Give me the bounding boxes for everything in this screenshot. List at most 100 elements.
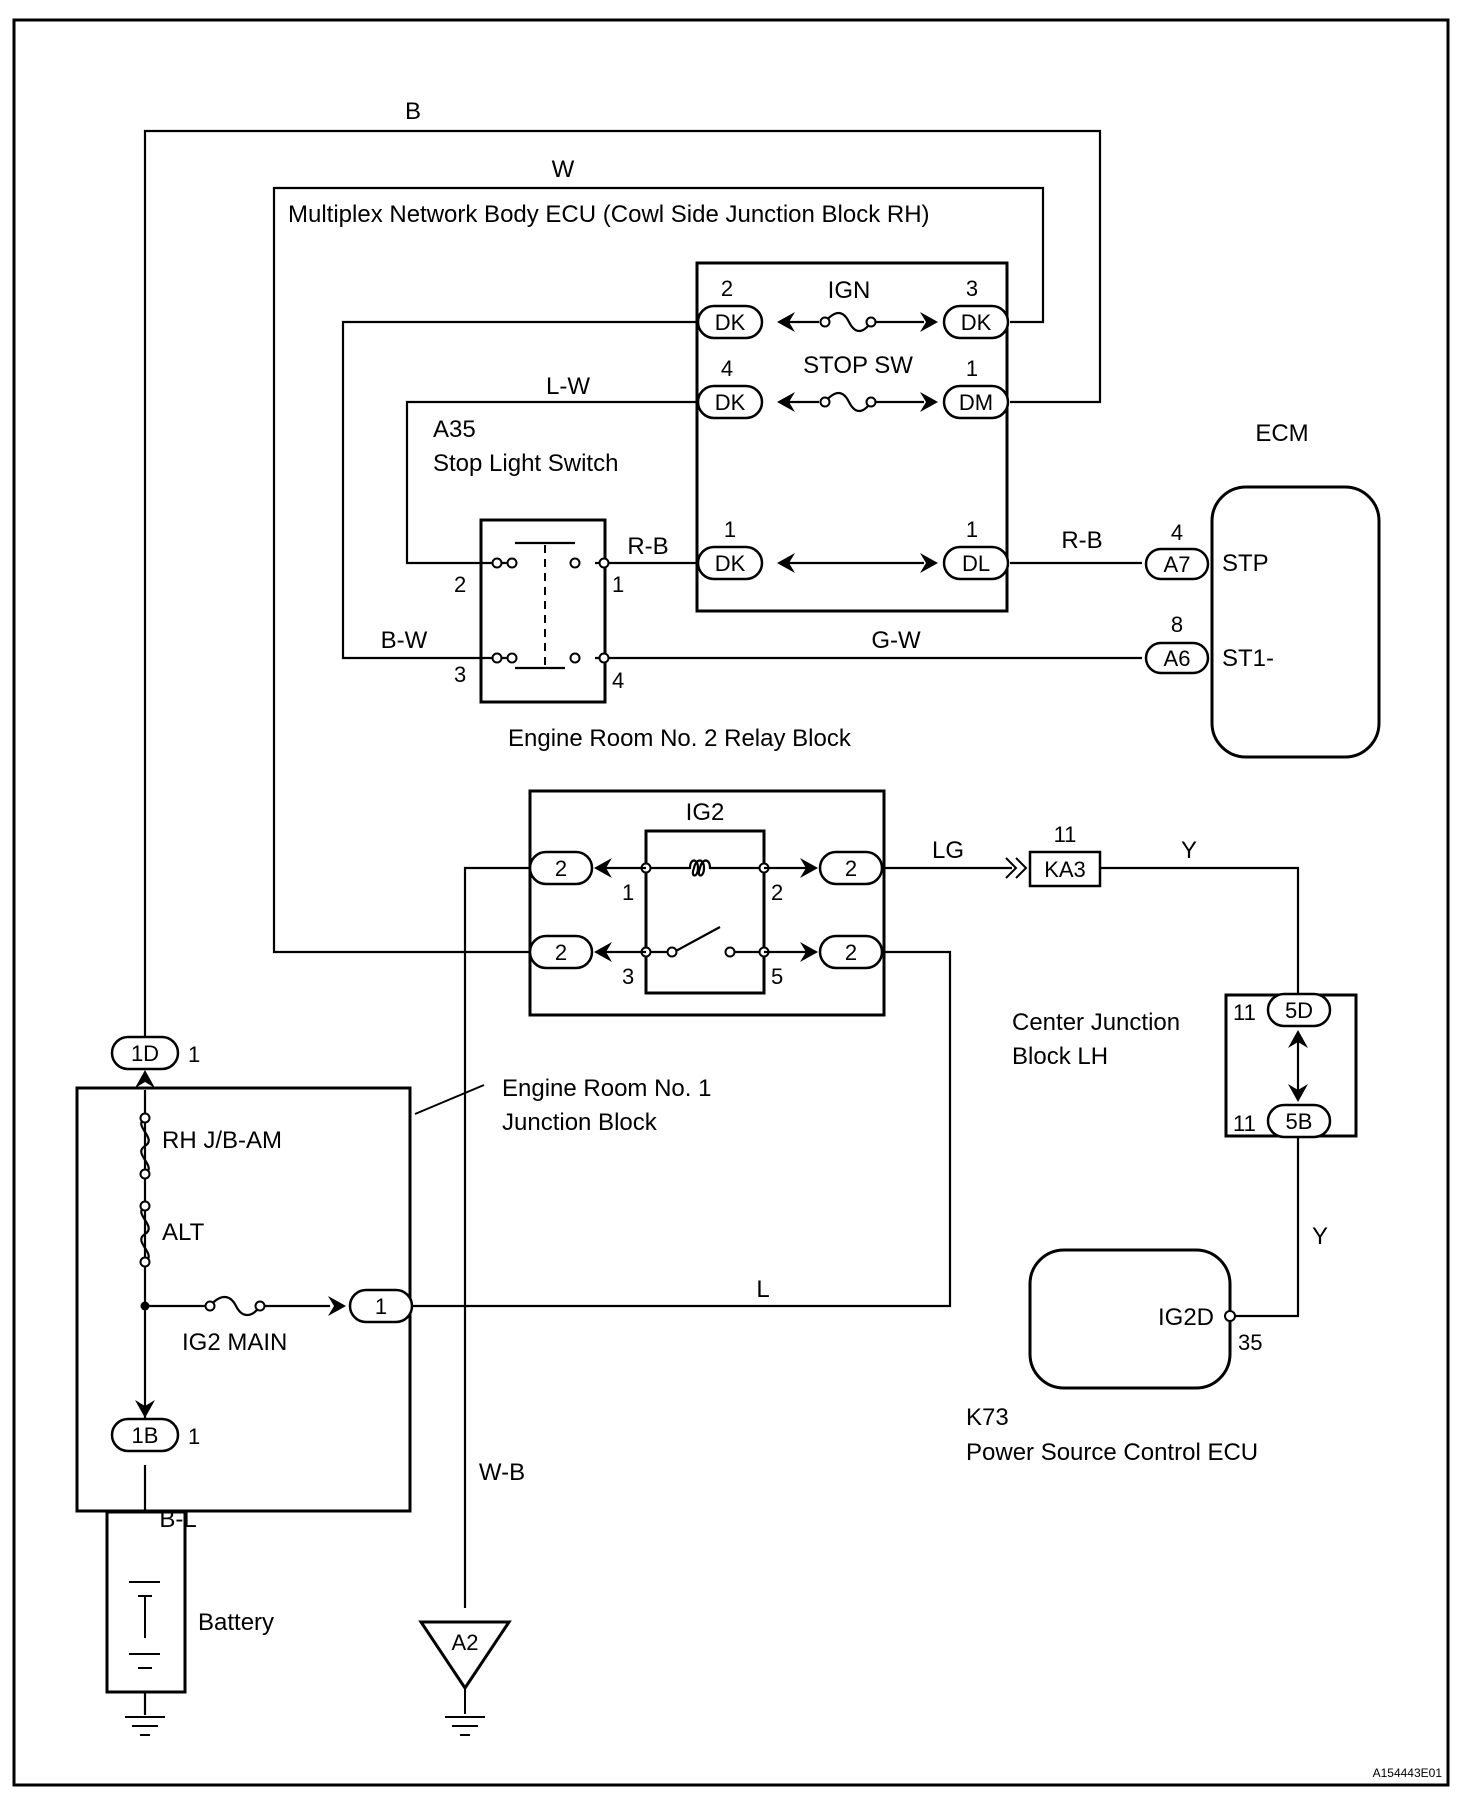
connector-dk-3-code: DK: [961, 310, 992, 335]
stop-switch-pin-4: 4: [612, 668, 624, 693]
connector-5b-pin: 11: [1233, 1111, 1256, 1136]
stop-switch-dot-2: [491, 557, 503, 569]
connector-5b: [1266, 1103, 1332, 1139]
connector-5d: [1266, 992, 1332, 1028]
connector-dk-3: [942, 304, 1010, 340]
fuse-ig2main-dot-left: [204, 1300, 216, 1312]
wire-wb: [463, 866, 530, 1608]
arrow-jb1-out: [328, 1296, 346, 1316]
connector-jb1-out: [348, 1288, 414, 1324]
ecm-stp-label: STP: [1222, 550, 1269, 577]
connector-ig2-right-bottom-code: 2: [845, 940, 857, 965]
ecm-box: [1210, 485, 1381, 759]
ground-a2-triangle: [418, 1620, 512, 1691]
stop-switch-dot-3: [491, 652, 503, 664]
wire-label-b: B: [405, 98, 421, 125]
connector-a7-pin: 4: [1171, 520, 1183, 545]
wire-label-wb: W-B: [479, 1459, 525, 1486]
connector-ka3-code: KA3: [1044, 857, 1086, 882]
stop-switch-code: A35: [433, 416, 476, 443]
center-jb-name-1: Center Junction: [1012, 1009, 1180, 1036]
connector-dk-2: [696, 304, 764, 340]
fuse-rhjb-am-label: RH J/B-AM: [162, 1127, 282, 1154]
wire-y-bottom: [1232, 1136, 1300, 1318]
connector-dk-1-code: DK: [715, 551, 746, 576]
stop-light-switch-box: [479, 518, 607, 704]
connector-1b-pin: 1: [188, 1424, 200, 1449]
wire-label-l: L: [756, 1276, 769, 1303]
wire-label-lg: LG: [932, 837, 964, 864]
battery-ground-icon: [125, 1716, 165, 1736]
wire-label-bl: B-L: [159, 1506, 196, 1533]
connector-dm-1-pin: 1: [966, 356, 978, 381]
stop-switch-pin-3: 3: [454, 662, 466, 687]
ig2-leads: [598, 866, 816, 954]
arrow-ig2-1: [594, 858, 612, 878]
arrow-dk-4: [777, 392, 795, 412]
arrow-dk-2: [777, 312, 795, 332]
ig2-dot-5b: [724, 946, 736, 958]
wire-label-y-bottom: Y: [1312, 1223, 1328, 1250]
ig2-pin-3: 3: [622, 964, 634, 989]
arrow-ig2-2: [800, 858, 818, 878]
engine-room-jb1-name-1: Engine Room No. 1: [502, 1075, 711, 1102]
connector-dk-4: [696, 384, 764, 420]
connector-dl-1: [942, 545, 1010, 581]
stop-switch-dot-2b: [506, 557, 518, 569]
connector-ig2-left-top-code: 2: [555, 856, 567, 881]
engine-room-jb1-name-2: Junction Block: [502, 1109, 658, 1136]
connector-5d-pin: 11: [1233, 1000, 1256, 1025]
connector-ig2-left-top: [528, 850, 594, 886]
wire-label-lw: L-W: [546, 373, 590, 400]
power-source-ecu-pin: 35: [1238, 1330, 1262, 1355]
stop-switch-dot-4: [598, 652, 610, 664]
battery-cells: [129, 1581, 160, 1669]
fuse-rhjb-dot-top: [139, 1112, 151, 1124]
connector-ig2-left-bottom: [528, 934, 594, 970]
arrow-1b: [135, 1400, 155, 1418]
wire-label-y-top: Y: [1181, 837, 1197, 864]
stop-switch-dot-1: [598, 557, 610, 569]
wire-label-w: W: [552, 156, 575, 183]
wire-y-top: [1100, 866, 1300, 995]
stop-switch-name: Stop Light Switch: [433, 450, 618, 477]
wire-label-bw: B-W: [381, 627, 428, 654]
connector-1d-code: 1D: [131, 1041, 159, 1066]
ka3-double-arrow: [1005, 857, 1028, 879]
connector-a7: [1144, 547, 1210, 581]
wire-label-rb-switch: R-B: [627, 533, 668, 560]
wire-label-rb-ecm: R-B: [1061, 527, 1102, 554]
relay-block-2-name: Engine Room No. 2 Relay Block: [508, 725, 852, 752]
stop-switch-dot-3b: [506, 652, 518, 664]
ig2-coil: [646, 859, 764, 877]
stop-switch-pin-2: 2: [454, 572, 466, 597]
connector-jb1-out-code: 1: [375, 1294, 387, 1319]
connector-dl-1-pin: 1: [966, 517, 978, 542]
connector-dl-1-code: DL: [962, 551, 990, 576]
stop-switch-pin-1: 1: [612, 572, 624, 597]
arrow-dm-1: [920, 392, 938, 412]
fuse-alt-dot-top: [139, 1200, 151, 1212]
connector-ka3-pin: 11: [1054, 822, 1077, 847]
ign-fuse-symbol: [824, 311, 872, 333]
connector-dk-1: [696, 545, 764, 581]
arrow-1d: [135, 1070, 155, 1088]
battery-label: Battery: [198, 1609, 274, 1636]
connector-1b: [110, 1417, 180, 1453]
connector-ka3: [1028, 850, 1102, 888]
wire-label-gw: G-W: [871, 627, 921, 654]
connector-ig2-right-top: [818, 850, 884, 886]
connector-5d-code: 5D: [1285, 998, 1313, 1023]
stopsw-fuse-symbol: [824, 391, 872, 413]
wire-b: [143, 129, 1102, 1050]
fuse-alt-dot-bottom: [139, 1256, 151, 1268]
fuse-ig2main-dot-right: [254, 1300, 266, 1312]
fuse-ig2main-label: IG2 MAIN: [182, 1329, 287, 1356]
center-jb-name-2: Block LH: [1012, 1043, 1108, 1070]
arrow-5b: [1288, 1084, 1308, 1102]
ig2-relay-box: [644, 829, 766, 995]
ground-a2-code: A2: [452, 1630, 479, 1655]
ign-label: IGN: [828, 277, 871, 304]
connector-1d: [110, 1035, 180, 1071]
ig2-pin-5: 5: [771, 964, 783, 989]
